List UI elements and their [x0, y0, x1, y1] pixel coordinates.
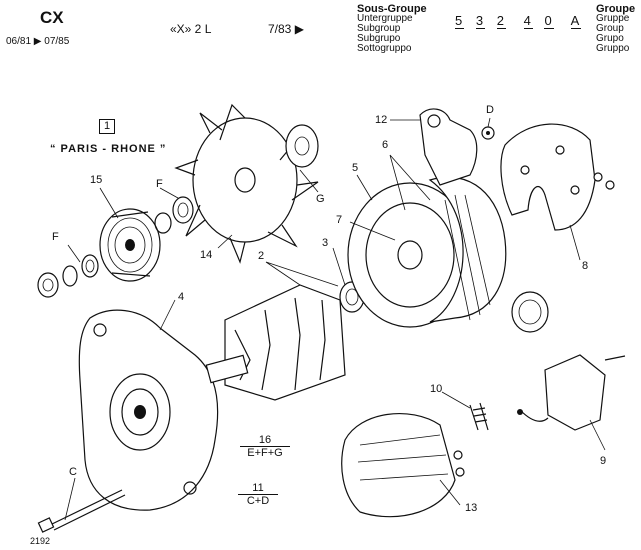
pulley-15 — [99, 208, 161, 282]
subgroup-label-de: Untergruppe — [357, 13, 413, 24]
bracket-12 — [419, 108, 478, 186]
variant-date: 7/83 ▶ — [268, 22, 304, 36]
fraction-11-denominator: C+D — [246, 495, 270, 507]
fraction-16-denominator: E+F+G — [247, 447, 283, 459]
manufacturer-label: “ PARIS - RHONE ” — [50, 143, 167, 155]
subgroup-label-it: Sottogruppo — [357, 43, 412, 54]
subgroup-label-fr: Sous-Groupe — [357, 3, 427, 15]
fraction-16-numerator: 16 — [240, 434, 290, 447]
code-digit: 4 — [523, 13, 533, 29]
drive-end-bracket-4 — [78, 309, 219, 511]
code-number: 5 3 2 4 0 A — [455, 13, 582, 29]
nut-d — [481, 126, 495, 140]
callout-f-lower: F — [52, 231, 59, 243]
rectifier-8 — [500, 123, 615, 231]
washer-g — [285, 124, 319, 168]
housing-5 — [428, 176, 507, 323]
callout-8: 8 — [582, 260, 589, 272]
fraction-11-numerator: 11 — [238, 482, 278, 495]
callout-15: 15 — [90, 174, 103, 186]
callout-5: 5 — [352, 162, 359, 174]
code-digit: 2 — [496, 13, 506, 29]
callout-12: 12 — [375, 114, 388, 126]
callout-2: 2 — [258, 250, 265, 262]
callout-14: 14 — [200, 249, 213, 261]
model-title: CX — [40, 8, 64, 27]
callout-g: G — [316, 193, 325, 205]
subgroup-label-en: Subgroup — [357, 23, 401, 34]
code-digit: 0 — [544, 13, 554, 29]
brushes-10 — [469, 402, 489, 431]
fraction-11: 11 C+D — [238, 482, 278, 507]
subgroup-labels: Sous-Groupe Untergruppe Subgroup Subgrup… — [357, 4, 427, 54]
rotor-2 — [205, 284, 346, 401]
subgroup-label-es: Subgrupo — [357, 33, 401, 44]
boxed-reference-number: 1 — [99, 119, 116, 134]
callout-f-upper: F — [156, 178, 163, 190]
nut-and-washers — [37, 254, 99, 298]
leader-lines — [64, 117, 606, 521]
group-label-de: Gruppe — [596, 13, 630, 24]
callout-6: 6 — [382, 139, 389, 151]
group-label-fr: Groupe — [596, 3, 636, 15]
end-cap — [511, 291, 549, 333]
group-label-en: Group — [596, 23, 624, 34]
callout-4: 4 — [178, 291, 185, 303]
fraction-16: 16 E+F+G — [240, 434, 290, 459]
group-label-it: Gruppo — [596, 43, 630, 54]
code-digit: A — [570, 13, 582, 29]
callout-c: C — [69, 466, 77, 478]
rear-cover-13 — [341, 413, 465, 518]
callout-10: 10 — [430, 383, 443, 395]
through-bolt-c — [37, 489, 126, 533]
callout-9: 9 — [600, 455, 607, 467]
callout-7: 7 — [336, 214, 343, 226]
regulator-9 — [517, 354, 626, 431]
callout-d: D — [486, 104, 494, 116]
code-digit: 5 — [455, 13, 465, 29]
callout-13: 13 — [465, 502, 478, 514]
fan-14 — [174, 103, 319, 264]
washers-f — [154, 196, 194, 234]
code-digit: 3 — [475, 13, 486, 29]
variant-label: «X» 2 L — [170, 22, 212, 36]
figure-number: 2192 — [30, 536, 51, 546]
model-dates: 06/81 ▶ 07/85 — [6, 36, 70, 47]
callout-3: 3 — [322, 237, 329, 249]
group-label-es: Grupo — [596, 33, 624, 44]
group-labels: Groupe Gruppe Group Grupo Gruppo — [596, 4, 635, 54]
